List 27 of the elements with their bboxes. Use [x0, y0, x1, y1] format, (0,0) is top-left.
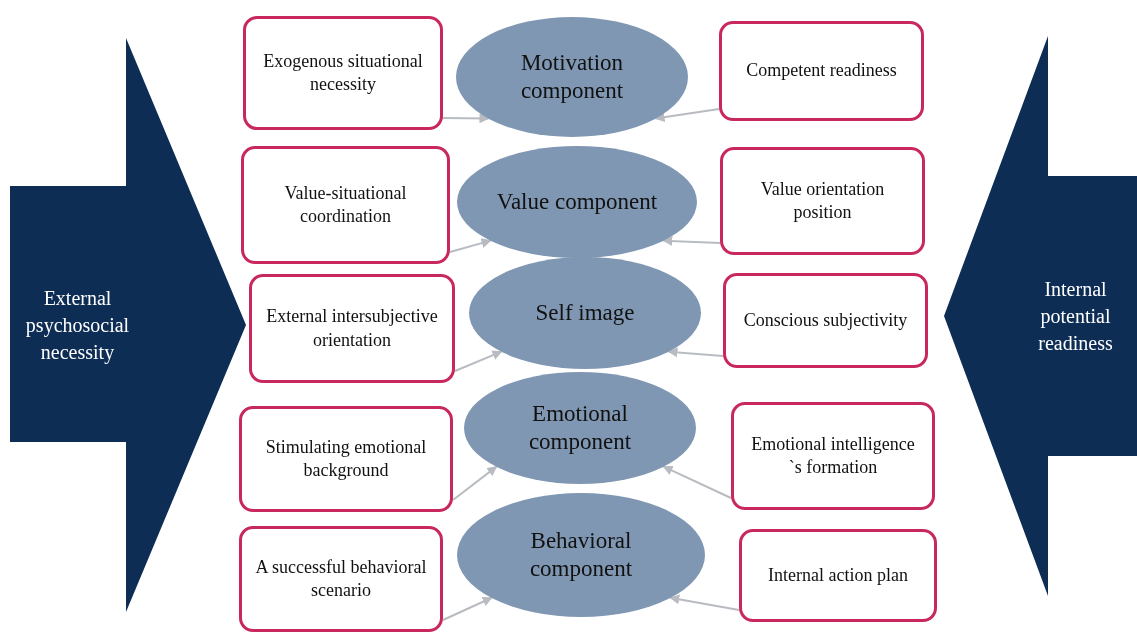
text-box: Stimulating emotional background: [239, 406, 453, 512]
arrow: [442, 596, 493, 621]
component-ellipse: Behavioral component: [457, 493, 705, 617]
component-ellipse: Self image: [469, 257, 701, 369]
text-box: Value orientation position: [720, 147, 925, 255]
arrow: [669, 594, 740, 611]
text-box: Value-situational coordination: [241, 146, 450, 264]
text-box: Competent readiness: [719, 21, 924, 121]
arrow-text: Internal potential readiness: [1037, 276, 1114, 356]
arrow: [452, 465, 498, 501]
text-box: Exogenous situational necessity: [243, 16, 443, 130]
arrow: [454, 350, 503, 372]
component-ellipse: Emotional component: [464, 372, 696, 484]
text-box: Internal action plan: [739, 529, 937, 622]
arrow: [662, 236, 721, 246]
text-box: A successful behavioral scenario: [239, 526, 443, 632]
arrow: [449, 238, 492, 253]
component-ellipse: Value component: [457, 146, 697, 258]
arrow: [667, 347, 724, 358]
arrow: [442, 113, 490, 124]
text-box: Conscious subjectivity: [723, 273, 928, 368]
arrow-text: External psychosocial necessity: [24, 285, 131, 366]
text-box: Emotional intelligence `s formation: [731, 402, 935, 510]
arrow: [662, 465, 732, 499]
component-ellipse: Motivation component: [456, 17, 688, 137]
arrow: [654, 108, 720, 123]
text-box: External intersubjective orientation: [249, 274, 455, 383]
